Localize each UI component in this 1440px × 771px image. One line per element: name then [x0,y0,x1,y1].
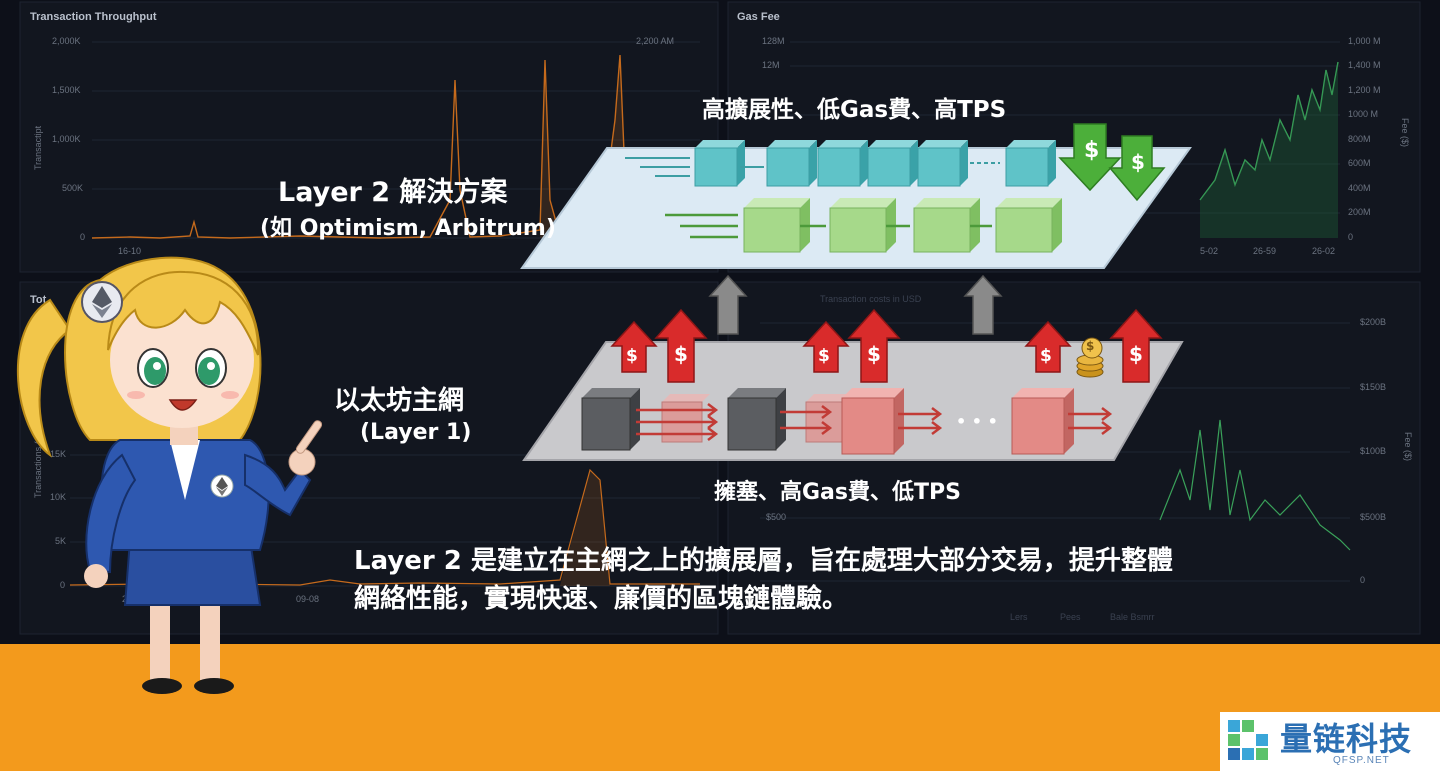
fee-usd-right-tick: $100B [1360,446,1387,456]
throughput-right-tick: 2,200 AM [636,36,675,46]
throughput-title: Transaction Throughput [30,11,157,23]
dollar-icon: $ [818,346,830,366]
gas-fee-line [1199,61,1339,201]
ethereum-icon [81,281,123,323]
layer2-benefits: 高擴展性、低Gas費、高TPS [702,97,1007,123]
logo-icon [1228,720,1268,760]
total-ytick: 15K [50,449,67,459]
gas-fee-right-tick: 1,400 M [1348,60,1381,70]
throughput-ytick: 500K [62,183,84,193]
layer1-gray-block [727,388,786,451]
ethereum-icon [210,474,234,498]
total-ytick: 0 [60,580,66,590]
gas-fee-xtick: 26-02 [1312,246,1336,256]
throughput-ytick: 1,500K [52,85,81,95]
up-arrow-icon [1024,320,1072,373]
layer2-title: Layer 2 解決方案 [278,177,508,208]
dollar-icon: $ [1086,339,1095,353]
logo-text: 量链科技 [1280,720,1413,758]
up-arrow-icon [802,320,850,373]
gas-fee-right-tick: 200M [1348,207,1371,217]
gas-fee-right-tick: 1,000 M [1348,36,1381,46]
dollar-icon: $ [674,342,688,366]
gas-fee-right-tick: 600M [1348,158,1371,168]
gas-fee-xtick: 5-02 [1200,246,1219,256]
throughput-ytick: 1,000K [52,134,81,144]
logo-background [1220,712,1440,771]
fee-usd-right-tick: $500B [1360,512,1387,522]
ellipsis: • • • [956,412,998,431]
up-arrow-icon [708,274,748,335]
layer1-title: 以太坊主網 [334,386,465,416]
gas-fee-right-tick: 0 [1348,232,1354,242]
fee-usd-right-tick: $150B [1360,382,1387,392]
gas-fee-right-tick: 1000 M [1348,109,1379,119]
throughput-ytick: 0 [80,232,86,242]
fee-usd-legend-item: Lers [1010,612,1028,622]
layer2-green-blocks [743,198,1062,253]
dollar-icon: $ [1084,138,1100,163]
down-arrow-icon [1108,135,1166,202]
up-arrow-icon [654,308,708,383]
up-arrow-icon [610,320,658,373]
up-arrow-icon [847,308,901,383]
fee-usd-right-tick: $200B [1360,317,1387,327]
fee-usd-line [1159,419,1351,551]
gas-fee-right-tick: 400M [1348,183,1371,193]
layer1-red-block [1011,388,1074,455]
dollar-icon: $ [626,346,638,366]
layer1-gray-block [581,388,640,451]
layer1-subtitle: (Layer 1) [360,420,472,445]
gas-fee-right-tick: 800M [1348,134,1371,144]
coin-stack-icon [1076,337,1104,378]
gas-fee-title: Gas Fee [737,11,780,23]
throughput-line [91,54,700,239]
logo-subtext: QFSP.NET [1333,755,1390,766]
dollar-icon: $ [1040,346,1052,366]
gas-fee-right-tick: 1,200 M [1348,85,1381,95]
layer1-problems: 擁塞、高Gas費、低TPS [714,480,961,505]
pointing-hand-icon [288,420,323,476]
up-arrow-icon [1109,308,1163,383]
fee-usd-right-tick: 0 [1360,575,1366,585]
down-arrow-icon [1058,123,1122,192]
fee-usd-bottom-tick: $500 [766,512,787,522]
caption-line-1: Layer 2 是建立在主網之上的擴展層，旨在處理大部分交易，提升整體 [354,546,1173,576]
fee-usd-faint-title: Transaction costs in USD [820,294,922,304]
dollar-icon: $ [1129,342,1143,366]
layer1-red-block [841,388,904,455]
layer2-teal-blocks [694,140,1056,187]
gas-fee-ytick: 12M [762,60,780,70]
throughput-ytick: 2,000K [52,36,81,46]
up-arrow-icon [963,274,1003,335]
dollar-icon: $ [867,342,881,366]
dollar-icon: $ [1131,150,1145,174]
total-title: Tot [30,294,47,306]
total-xtick: 09-08 [296,594,320,604]
total-ytick: 5K [55,536,67,546]
gas-fee-ytick: 128M [762,36,785,46]
fee-usd-legend-item: Pees [1060,612,1081,622]
mascot-character [16,256,323,694]
fee-usd-legend-item: Bale Bsmrr [1110,612,1155,622]
bottom-orange-band [0,644,1440,771]
throughput-xtick: 16-10 [118,246,142,256]
total-ytick: 10K [50,492,67,502]
layer2-examples: (如 Optimism, Arbitrum) [260,216,556,241]
caption-line-2: 網絡性能，實現快速、廉價的區塊鏈體驗。 [354,584,849,614]
gas-fee-xtick: 26-59 [1253,246,1277,256]
